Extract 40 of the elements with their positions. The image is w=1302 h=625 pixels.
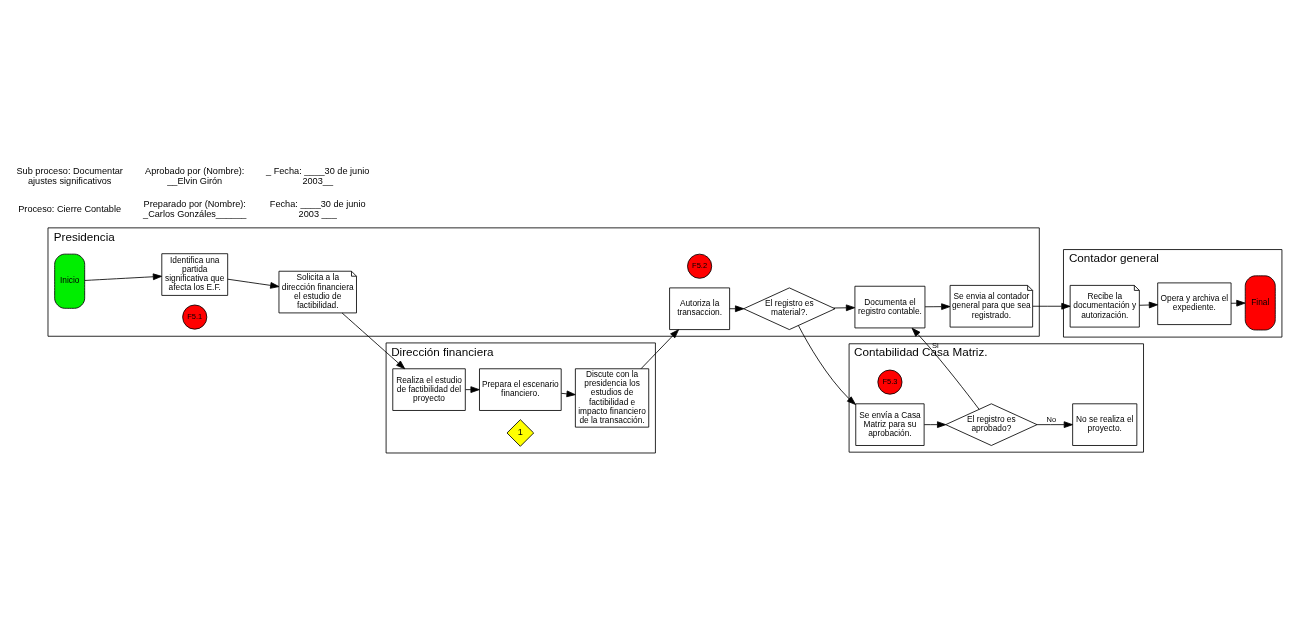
label: Proceso: Cierre Contable — [18, 203, 122, 214]
label: Fecha: ____30 de junio 2003 ___ — [269, 198, 366, 219]
node-box: Discute con la presidencia los estudios de factibilidad e impacto financiero de la transacción. — [574, 368, 650, 428]
node-box: Se envía a Casa Matriz para su aprobación. — [855, 403, 925, 446]
node-box: Autoriza la transaccion. — [669, 287, 731, 330]
node-circle: F5.2 — [687, 253, 713, 279]
node-box: Prepara el escenario financiero. — [479, 368, 562, 411]
node-box: Opera y archiva el expediente. — [1157, 282, 1232, 325]
node-box: Documenta el registro contable. — [854, 285, 926, 329]
node-box: Final — [1244, 275, 1276, 331]
arrow — [797, 325, 856, 405]
node-diamond: El registro es aprobado? — [945, 403, 1038, 446]
arrow — [561, 390, 576, 398]
label: Sub proceso: Documentar ajustes significativos — [16, 166, 123, 187]
arrow — [1230, 299, 1246, 307]
label: Preparado por (Nombre): _Carlos Gonzáles______ — [143, 198, 247, 219]
arrow — [1139, 301, 1158, 309]
arrow — [84, 273, 163, 281]
label: Aprobado por (Nombre): __Elvin Girón — [145, 166, 245, 187]
node-circle: F5.1 — [182, 304, 208, 330]
arrow — [911, 327, 980, 410]
arrow — [833, 304, 856, 312]
arrow — [1036, 421, 1073, 428]
arrow — [729, 305, 745, 313]
arrow — [341, 312, 406, 370]
edge-label: No — [1046, 415, 1057, 425]
arrow — [924, 303, 951, 310]
node-box: Inicio — [54, 253, 86, 309]
node-circle: F5.3 — [877, 369, 903, 395]
arrow — [465, 386, 480, 393]
label: _ Fecha: ____30 de junio 2003__ — [266, 166, 370, 187]
node-diamond: 1 — [506, 419, 535, 447]
arrow — [227, 278, 280, 289]
arrow — [1032, 302, 1071, 310]
node-box: Realiza el estudio de factibilidad del proyecto — [392, 368, 466, 411]
node-diamond: El registro es material?. — [743, 287, 836, 330]
node-box: No se realiza el proyecto. — [1072, 403, 1138, 446]
arrow — [923, 421, 947, 428]
node-box: Identifica una partida significativa que afecta los E.F. — [161, 253, 229, 296]
arrow — [640, 329, 679, 370]
